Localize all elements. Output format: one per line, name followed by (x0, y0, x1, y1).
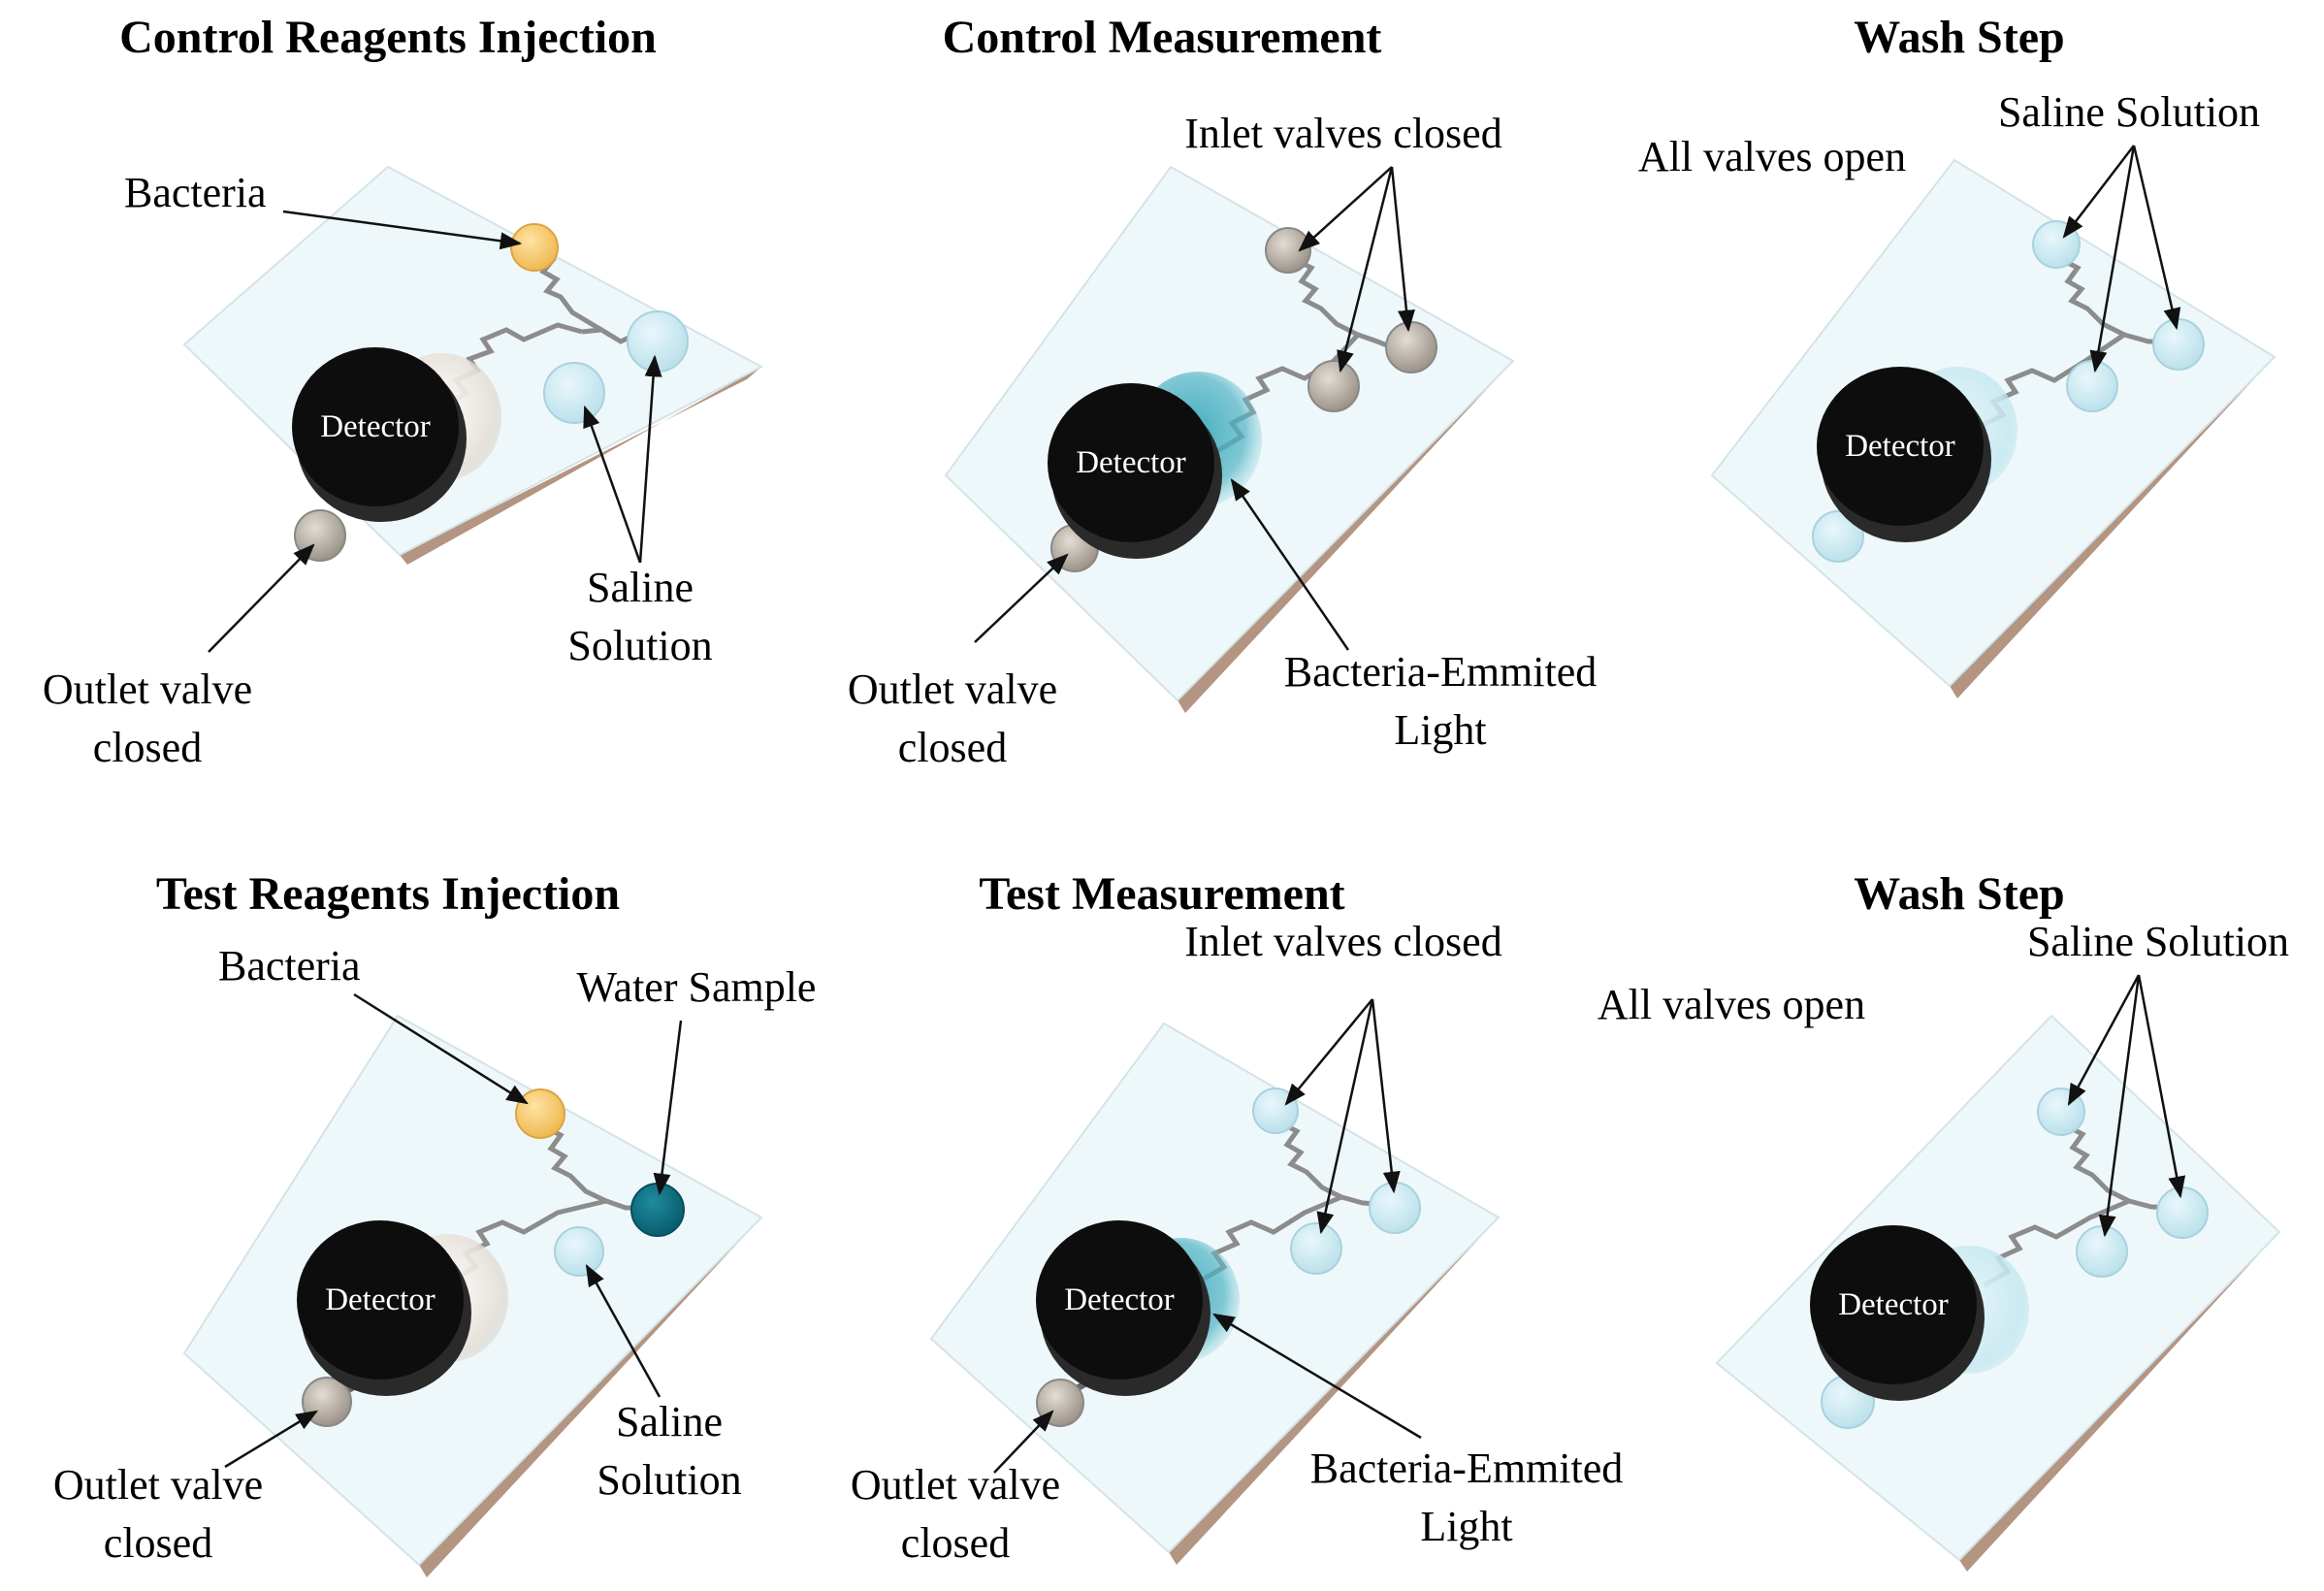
bacteria-arrow (282, 210, 523, 250)
all-valves-open-label: All valves open (1598, 981, 1865, 1028)
inlet-valve-closed (1290, 1222, 1342, 1275)
panel-wash-step: Wash Step Detector Saline Solution All v… (1598, 868, 2289, 1572)
saline-reservoir (2066, 360, 2118, 412)
detector: Detector (292, 347, 467, 522)
inlet-valve-closed (1385, 321, 1437, 373)
saline-reservoir (2076, 1225, 2128, 1278)
inlet-arrow (1298, 166, 1393, 252)
saline-arrow (2132, 145, 2181, 331)
saline-label: Saline (616, 1398, 723, 1445)
saline-reservoir (2156, 1186, 2209, 1239)
saline-label: Solution (597, 1456, 741, 1504)
detector-label: Detector (1076, 445, 1186, 480)
light-label: Light (1394, 706, 1486, 754)
light-label: Bacteria-Emmited (1310, 1445, 1624, 1492)
saline-arrow (2098, 974, 2141, 1238)
light-arrow (1212, 1313, 1422, 1440)
saline-label: Saline Solution (1998, 88, 2260, 136)
detector: Detector (1817, 367, 1991, 542)
detector-label: Detector (320, 409, 431, 444)
detector-label: Detector (1064, 1283, 1175, 1317)
panel-control-measurement: Control Measurement Detector Inlet valve… (848, 12, 1597, 771)
outlet-label: closed (104, 1519, 212, 1567)
outlet-label: closed (93, 724, 202, 771)
outlet-arrow (974, 553, 1069, 643)
saline-label: Saline Solution (2027, 918, 2289, 965)
saline-reservoir (543, 362, 605, 424)
inlet-arrow (1316, 998, 1374, 1235)
water-sample-label: Water Sample (577, 963, 817, 1011)
panel-title: Control Reagents Injection (119, 12, 657, 63)
saline-label: Saline (587, 564, 694, 611)
detector-label: Detector (1845, 429, 1955, 464)
saline-reservoir (2032, 220, 2081, 269)
inlet-label: Inlet valves closed (1184, 110, 1501, 157)
bacteria-reservoir (515, 1088, 565, 1139)
inlet-label: Inlet valves closed (1184, 918, 1501, 965)
inlet-arrow (1284, 998, 1373, 1106)
saline-reservoir (554, 1226, 604, 1277)
saline-reservoir (2037, 1088, 2085, 1136)
detector-label: Detector (325, 1283, 436, 1317)
saline-reservoir (2152, 318, 2205, 371)
detector: Detector (1048, 383, 1222, 559)
bacteria-label: Bacteria (218, 942, 361, 990)
saline-label: Solution (567, 622, 712, 669)
water-sample-arrow (653, 1020, 683, 1196)
panel-title: Wash Step (1854, 868, 2064, 920)
light-label: Bacteria-Emmited (1284, 648, 1598, 696)
panel-title: Test Reagents Injection (156, 868, 620, 920)
panel-title: Test Measurement (979, 868, 1344, 920)
saline-arrow (2062, 145, 2135, 239)
bacteria-arrow (353, 992, 529, 1105)
outlet-arrow (208, 543, 315, 653)
bacteria-reservoir (510, 223, 559, 272)
detector: Detector (297, 1220, 471, 1396)
outlet-label: Outlet valve (848, 666, 1057, 713)
saline-arrow (2089, 145, 2136, 373)
outlet-label: closed (898, 724, 1007, 771)
inlet-valve-closed (1265, 227, 1311, 274)
outlet-arrow (224, 1410, 318, 1469)
inlet-arrow (1371, 998, 1401, 1194)
panel-title: Wash Step (1854, 12, 2064, 63)
inlet-arrow (1337, 166, 1394, 373)
outlet-label: closed (901, 1519, 1010, 1567)
outlet-label: Outlet valve (53, 1461, 263, 1509)
outlet-label: Outlet valve (851, 1461, 1060, 1509)
inlet-valve-closed (1252, 1088, 1299, 1134)
outlet-valve-open (1812, 510, 1864, 563)
saline-arrow (2067, 974, 2141, 1106)
saline-reservoir (627, 310, 689, 373)
saline-arrow (585, 1264, 662, 1398)
panel-test-measurement: Test Measurement Detector Inlet valves c… (851, 868, 1623, 1567)
bacteria-label: Bacteria (124, 169, 267, 216)
detector: Detector (1036, 1220, 1210, 1396)
outlet-valve-closed (294, 509, 346, 562)
panel-title: Control Measurement (943, 12, 1382, 63)
detector-label: Detector (1838, 1287, 1949, 1322)
all-valves-open-label: All valves open (1638, 133, 1906, 180)
water-sample-reservoir (630, 1183, 685, 1237)
light-label: Light (1420, 1503, 1512, 1550)
panel-wash-step: Wash Step Detector Saline Solution All v… (1638, 12, 2276, 698)
outlet-label: Outlet valve (43, 666, 252, 713)
panel-test-reagents-injection: Test Reagents Injection Detector Bacteri… (53, 868, 817, 1577)
light-arrow (1230, 478, 1350, 651)
panel-control-reagents-injection: Control Reagents Injection Detector Bact… (43, 12, 764, 771)
saline-arrow (583, 405, 642, 564)
detector: Detector (1810, 1225, 1985, 1401)
saline-arrow (2137, 974, 2186, 1199)
inlet-valve-closed (1307, 360, 1360, 412)
saline-arrow (638, 354, 662, 564)
outlet-arrow (993, 1410, 1054, 1474)
inlet-arrow (1390, 166, 1415, 333)
